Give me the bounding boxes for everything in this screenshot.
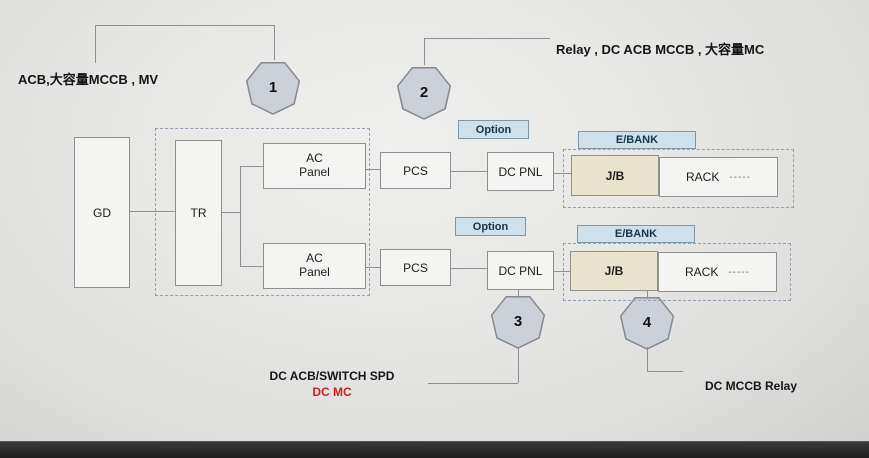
- ebank-label: E/BANK: [614, 228, 658, 240]
- marker-2-label: 2: [419, 83, 429, 101]
- tr-label: TR: [190, 206, 207, 220]
- option-tag-2: Option: [455, 217, 526, 236]
- jb-label: J/B: [605, 168, 625, 183]
- heptagon-icon: [245, 61, 301, 115]
- connector-marker3-left: [428, 383, 518, 384]
- connector-branch-vertical: [240, 166, 241, 267]
- bracket-top-left-v2: [274, 25, 275, 60]
- heptagon-icon: [396, 66, 452, 120]
- tr-box: TR: [175, 140, 222, 286]
- bracket-top-left-v1: [95, 25, 96, 63]
- connector-marker3-down: [518, 347, 519, 383]
- connector-jb2-marker4: [647, 291, 648, 299]
- option-tag-1: Option: [458, 120, 529, 139]
- ac-panel-box-1: AC Panel: [263, 143, 366, 189]
- rack-dashes: -----: [728, 266, 750, 278]
- dc-pnl-label: DC PNL: [498, 164, 543, 179]
- connector-dcpnl2-jb2: [554, 271, 570, 272]
- bracket-top-right-h: [424, 38, 550, 39]
- tr-group-dashed-box: [155, 128, 370, 296]
- connector-pcs2-dcpnl2: [451, 268, 487, 269]
- jb-box-2: J/B: [570, 251, 658, 291]
- annotation-top-left: ACB,大容量MCCB , MV: [18, 72, 159, 87]
- pcs-box-2: PCS: [380, 249, 451, 286]
- ebank-tag-2: E/BANK: [577, 225, 695, 243]
- pcs-box-1: PCS: [380, 152, 451, 189]
- marker-4: 4: [617, 292, 677, 352]
- dc-pnl-box-1: DC PNL: [487, 152, 554, 191]
- marker-2: 2: [394, 62, 454, 122]
- annotation-dc-mccb-relay: DC MCCB Relay: [705, 379, 798, 393]
- annotation-top-right: Relay , DC ACB MCCB , 大容量MC: [556, 42, 765, 57]
- connector-marker4-down: [647, 347, 648, 372]
- ebank-tag-1: E/BANK: [578, 131, 696, 149]
- connector-dcpnl2-marker3: [518, 290, 519, 298]
- marker-1-label: 1: [268, 78, 278, 96]
- connector-ac1-pcs1: [366, 169, 380, 170]
- screen-bezel: [0, 441, 869, 458]
- marker-3: 3: [488, 291, 548, 351]
- bracket-top-right-v: [424, 38, 425, 65]
- annotation-dc-acb-switch-spd: DC ACB/SWITCH SPD: [269, 369, 395, 383]
- connector-pcs1-dcpnl1: [451, 171, 487, 172]
- ebank-dashed-box-1: [563, 149, 794, 208]
- ac-panel-label-line1: AC: [306, 251, 323, 266]
- jb-box-1: J/B: [571, 155, 659, 196]
- connector-gd-tr: [130, 211, 175, 212]
- bracket-top-left-h: [95, 25, 275, 26]
- rack-label: RACK: [685, 265, 719, 279]
- pcs-label: PCS: [403, 260, 428, 275]
- gd-label: GD: [93, 205, 111, 220]
- pcs-label: PCS: [403, 163, 428, 178]
- connector-branch-ac1: [240, 166, 263, 167]
- heptagon-icon: [490, 295, 546, 349]
- ebank-label: E/BANK: [615, 134, 659, 146]
- ac-panel-label-line2: Panel: [299, 165, 330, 179]
- option-label: Option: [472, 220, 509, 233]
- marker-3-label: 3: [513, 312, 523, 330]
- dc-pnl-label: DC PNL: [498, 263, 543, 278]
- option-label: Option: [475, 123, 512, 136]
- ac-panel-label-line2: Panel: [299, 265, 330, 279]
- connector-tr-branch: [222, 212, 240, 213]
- dc-pnl-box-2: DC PNL: [487, 251, 554, 290]
- rack-label: RACK: [686, 170, 720, 184]
- connector-dcpnl1-jb1: [554, 173, 571, 174]
- connector-ac2-pcs2: [366, 267, 380, 268]
- rack-box-2: RACK -----: [658, 252, 777, 292]
- annotation-dc-mc: DC MC: [312, 385, 352, 399]
- connector-branch-ac2: [240, 266, 263, 267]
- gd-box: GD: [74, 137, 130, 288]
- ebank-dashed-box-2: [563, 243, 791, 301]
- ac-panel-box-2: AC Panel: [263, 243, 366, 289]
- rack-dashes: -----: [729, 171, 751, 183]
- rack-box-1: RACK -----: [659, 157, 778, 197]
- marker-1: 1: [243, 57, 303, 117]
- ac-panel-label-line1: AC: [306, 151, 323, 166]
- marker-4-label: 4: [642, 313, 652, 331]
- jb-label: J/B: [604, 264, 624, 278]
- connector-marker4-right: [647, 371, 683, 372]
